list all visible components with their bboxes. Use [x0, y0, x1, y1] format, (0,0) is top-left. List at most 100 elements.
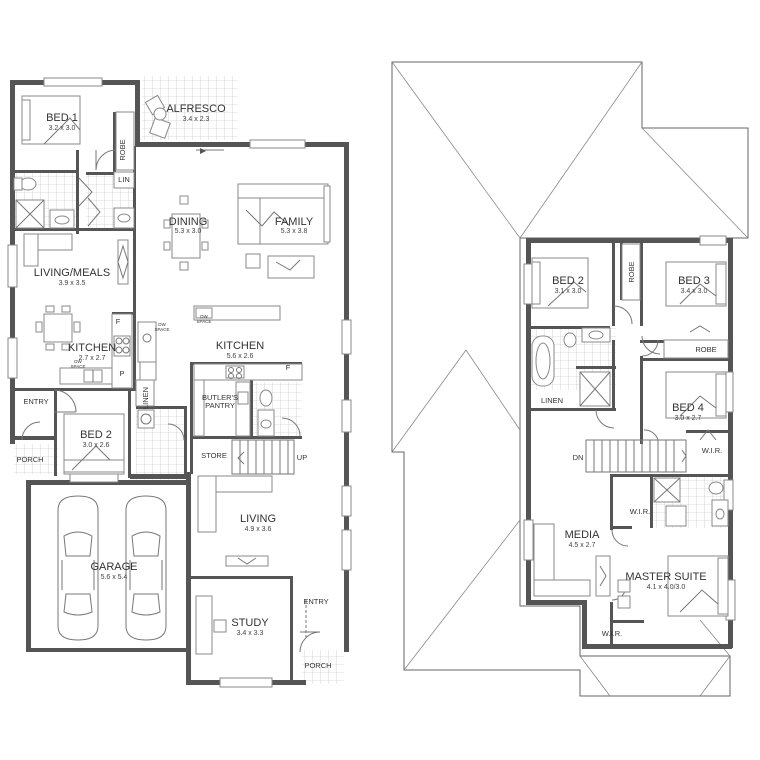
bed2-upper-bed: [531, 257, 589, 309]
bed4-bed: [665, 371, 727, 419]
living-sofa: [197, 475, 273, 567]
room-name-alfresco: ALFRESCO: [166, 103, 226, 115]
bathroom-fixtures: [113, 171, 135, 229]
label-butlers-2: PANTRY: [205, 401, 235, 410]
room-name-bed4: BED 4: [672, 402, 704, 414]
label-linen-ground: LINEN: [141, 387, 150, 409]
room-dims-media: 4.5 x 2.7: [569, 542, 596, 549]
room-name-master: MASTER SUITE: [625, 571, 706, 583]
room-name-bed2-upper: BED 2: [552, 275, 584, 287]
living-meals-sofa: [23, 233, 73, 267]
kitchen-island: [193, 305, 281, 321]
room-name-kitchen-small: KITCHEN: [68, 342, 116, 354]
label-lin: LIN: [118, 175, 130, 184]
room-dims-study: 3.4 x 3.3: [237, 630, 264, 637]
label-dw-space-1a: DW: [74, 359, 82, 364]
porch-left-tiles: [14, 444, 58, 474]
garage-car-left: [57, 495, 99, 641]
room-dims-kitchen-small: 2.7 x 2.7: [79, 355, 106, 362]
bed3-bed: [665, 261, 727, 307]
room-name-bed3: BED 3: [678, 275, 710, 287]
bed2-ground-bed: [63, 413, 125, 475]
room-dims-family: 5.3 x 3.8: [281, 228, 308, 235]
room-dims-bed2-ground: 3.0 x 2.6: [83, 442, 110, 449]
label-up: UP: [297, 453, 307, 462]
room-name-living: LIVING: [240, 513, 276, 525]
room-dims-bed2-upper: 3.1 x 3.0: [555, 288, 582, 295]
room-dims-dining: 5.3 x 3.0: [175, 228, 202, 235]
upper-stairs: [585, 439, 687, 473]
ensuite-fixtures: [13, 177, 75, 229]
porch-right-tiles: [302, 650, 344, 684]
room-name-garage: GARAGE: [90, 561, 137, 573]
room-dims-bed3: 3.4 x 3.0: [681, 288, 708, 295]
room-name-kitchen-main: KITCHEN: [216, 340, 264, 352]
room-name-family: FAMILY: [275, 216, 314, 228]
room-dims-living-meals: 3.9 x 3.5: [59, 280, 86, 287]
room-dims-living: 4.9 x 3.6: [245, 526, 272, 533]
butlers-pantry-bench: [193, 379, 251, 437]
label-dw-space-3a: DW: [200, 314, 208, 319]
label-dn: DN: [573, 453, 584, 462]
upper-outer-walls: [526, 238, 733, 649]
room-dims-alfresco: 3.4 x 2.3: [183, 116, 210, 123]
room-name-bed1: BED 1: [46, 112, 78, 124]
label-entry-left: ENTRY: [23, 397, 48, 406]
label-porch-right: PORCH: [304, 661, 331, 670]
upper-floor: BED 2 3.1 x 3.0 BED 3 3.4 x 3.0 BED 4 3.…: [391, 61, 749, 697]
room-name-study: STUDY: [231, 617, 269, 629]
ground-small-labels: ROBE LIN LINEN BUTLER'S PANTRY STORE UP …: [16, 139, 331, 670]
label-linen-upper: LINEN: [541, 396, 563, 405]
label-pantry-p: P: [119, 369, 124, 378]
label-robe-bed2: ROBE: [627, 261, 636, 282]
ground-floor: BED 1 3.2 x 3.0 ALFRESCO 3.4 x 2.3 DININ…: [7, 76, 352, 688]
bed1-robe: [115, 111, 135, 171]
room-name-living-meals: LIVING/MEALS: [34, 267, 110, 279]
kitchen-bench: [137, 321, 303, 381]
room-dims-bed4: 3.0 x 2.7: [675, 415, 702, 422]
garage-car-right: [125, 495, 167, 641]
ground-doors: [21, 148, 321, 653]
alfresco-chairs: [144, 94, 171, 139]
study-desk: [195, 595, 227, 655]
label-entry-right: ENTRY: [303, 597, 328, 606]
living-meals-table: [35, 305, 81, 351]
label-dw-space-2b: SPACE: [155, 327, 170, 332]
upper-room-labels: BED 2 3.1 x 3.0 BED 3 3.4 x 3.0 BED 4 3.…: [552, 275, 710, 591]
upper-internal-walls: [526, 240, 730, 646]
living-meals-tv: [117, 239, 129, 285]
label-dw-space-2a: DW: [158, 322, 166, 327]
master-chairs: [617, 579, 631, 609]
upper-small-labels: ROBE ROBE LINEN DN W.I.R. W.I.R. W.I.R.: [541, 261, 722, 638]
label-store: STORE: [201, 451, 227, 460]
label-wir-bed4: W.I.R.: [702, 446, 722, 455]
master-bed: [667, 555, 729, 617]
room-dims-bed1: 3.2 x 3.0: [49, 125, 76, 132]
label-fridge-small: F: [116, 317, 121, 326]
upper-bath-fixtures: [531, 327, 611, 407]
roof-outline: [391, 61, 749, 697]
powder-fixtures: [257, 389, 275, 437]
room-dims-kitchen-main: 5.6 x 2.6: [227, 353, 254, 360]
bed2-upper-robe: [621, 243, 641, 301]
bed3-robe: [663, 339, 729, 359]
media-sofa: [533, 523, 611, 597]
label-robe-bed1: ROBE: [118, 139, 127, 160]
label-porch-left: PORCH: [16, 455, 43, 464]
room-name-bed2-ground: BED 2: [80, 429, 112, 441]
room-dims-garage: 5.6 x 5.4: [101, 574, 128, 581]
label-butlers-1: BUTLER'S: [202, 393, 238, 402]
dining-table: [163, 195, 209, 271]
label-wir-master: W.I.R.: [602, 629, 622, 638]
small-kitchen-bench: [59, 313, 133, 389]
room-name-media: MEDIA: [565, 529, 601, 541]
ensuite-upper-fixtures: [653, 477, 729, 527]
label-wir-media: W.I.R.: [630, 507, 650, 516]
room-dims-master: 4.1 x 4.0/3.0: [647, 584, 686, 591]
ground-stairs: [231, 439, 295, 475]
label-fridge-main: F: [286, 363, 291, 372]
family-sofa: [237, 183, 331, 279]
label-dw-space-1b: SPACE: [71, 364, 86, 369]
ground-room-labels: BED 1 3.2 x 3.0 ALFRESCO 3.4 x 2.3 DININ…: [34, 103, 314, 637]
